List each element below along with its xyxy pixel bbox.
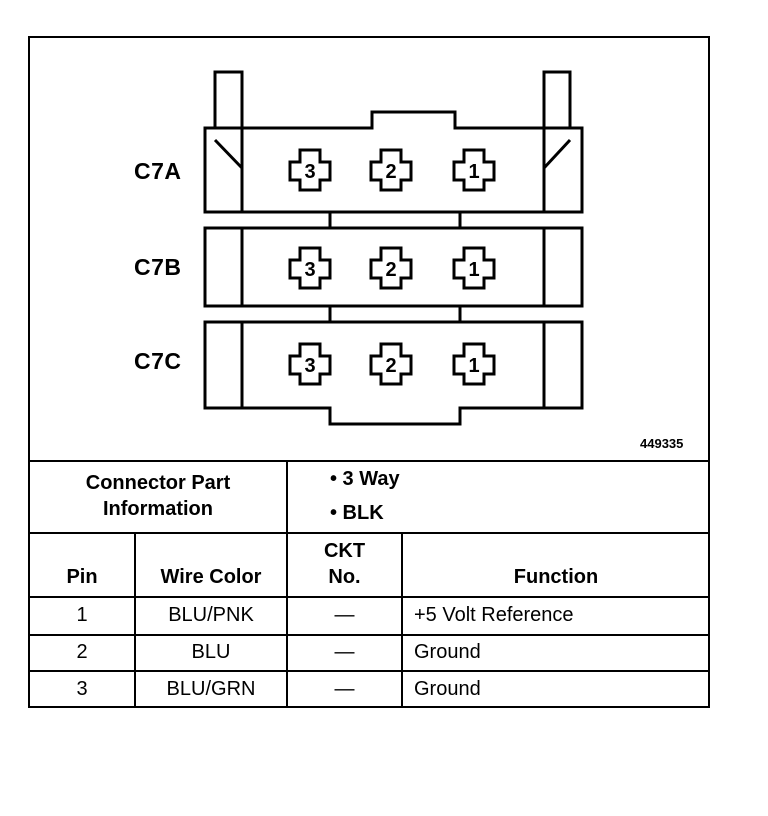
col-divider-1 <box>134 532 136 708</box>
terminal-cavity-c7b-2 <box>369 246 413 290</box>
cavity-number: 3 <box>304 161 315 183</box>
right-latch <box>542 70 572 212</box>
connector-label-c7c: C7C <box>134 348 182 374</box>
connector-body-c7c <box>203 304 584 426</box>
connector-label-c7a: C7A <box>134 158 182 184</box>
terminal-cavity-c7c-2 <box>369 342 413 386</box>
info-title-line2: Information <box>103 498 213 520</box>
terminal-cavity-c7b-3 <box>288 246 332 290</box>
info-bottom-rule <box>28 532 710 534</box>
row-2-ckt: — <box>334 641 355 663</box>
diagram-frame <box>28 36 710 708</box>
header-bottom-rule <box>28 596 710 598</box>
header-pin: Pin <box>66 566 98 588</box>
row-3-wire-color: BLU/GRN <box>166 678 256 700</box>
row-3-pin: 3 <box>76 678 88 700</box>
terminal-cavity-c7a-1 <box>452 148 496 192</box>
terminal-cavity-c7a-3 <box>288 148 332 192</box>
info-title-line1: Connector Part <box>85 472 231 494</box>
row-2-wire-color: BLU <box>191 641 231 663</box>
cavity-number: 2 <box>385 161 396 183</box>
row-1-wire-color: BLU/PNK <box>168 604 254 626</box>
header-function: Function <box>513 566 599 588</box>
cavity-number: 1 <box>468 355 479 377</box>
row-rule-2 <box>28 670 710 672</box>
table-top-rule <box>28 460 710 462</box>
row-3-ckt: — <box>334 678 355 700</box>
header-ckt-line2: No. <box>328 566 361 588</box>
cavity-number: 3 <box>304 355 315 377</box>
left-latch-bevel <box>213 138 244 170</box>
cavity-number: 1 <box>468 161 479 183</box>
connector-label-c7b: C7B <box>134 254 182 280</box>
terminal-cavity-c7c-1 <box>452 342 496 386</box>
header-wire-color: Wire Color <box>160 566 262 588</box>
row-1-ckt: — <box>334 604 355 626</box>
row-2-pin: 2 <box>76 641 88 663</box>
terminal-cavity-c7a-2 <box>369 148 413 192</box>
row-2-function: Ground <box>414 641 481 663</box>
cavity-number: 2 <box>385 259 396 281</box>
row-1-function: +5 Volt Reference <box>414 604 574 626</box>
row-rule-1 <box>28 634 710 636</box>
info-divider <box>286 460 288 534</box>
left-latch <box>213 70 244 212</box>
right-latch-bevel <box>542 138 572 170</box>
row-1-pin: 1 <box>76 604 88 626</box>
col-divider-3 <box>401 532 403 708</box>
terminal-cavity-c7c-3 <box>288 342 332 386</box>
info-bullet-color: • BLK <box>330 502 384 524</box>
figure-number: 449335 <box>640 436 684 451</box>
row-3-function: Ground <box>414 678 481 700</box>
col-divider-2 <box>286 532 288 708</box>
terminal-cavity-c7b-1 <box>452 246 496 290</box>
cavity-number: 1 <box>468 259 479 281</box>
cavity-number: 3 <box>304 259 315 281</box>
info-bullet-ways: • 3 Way <box>330 468 400 490</box>
header-ckt-line1: CKT <box>323 540 366 562</box>
cavity-number: 2 <box>385 355 396 377</box>
